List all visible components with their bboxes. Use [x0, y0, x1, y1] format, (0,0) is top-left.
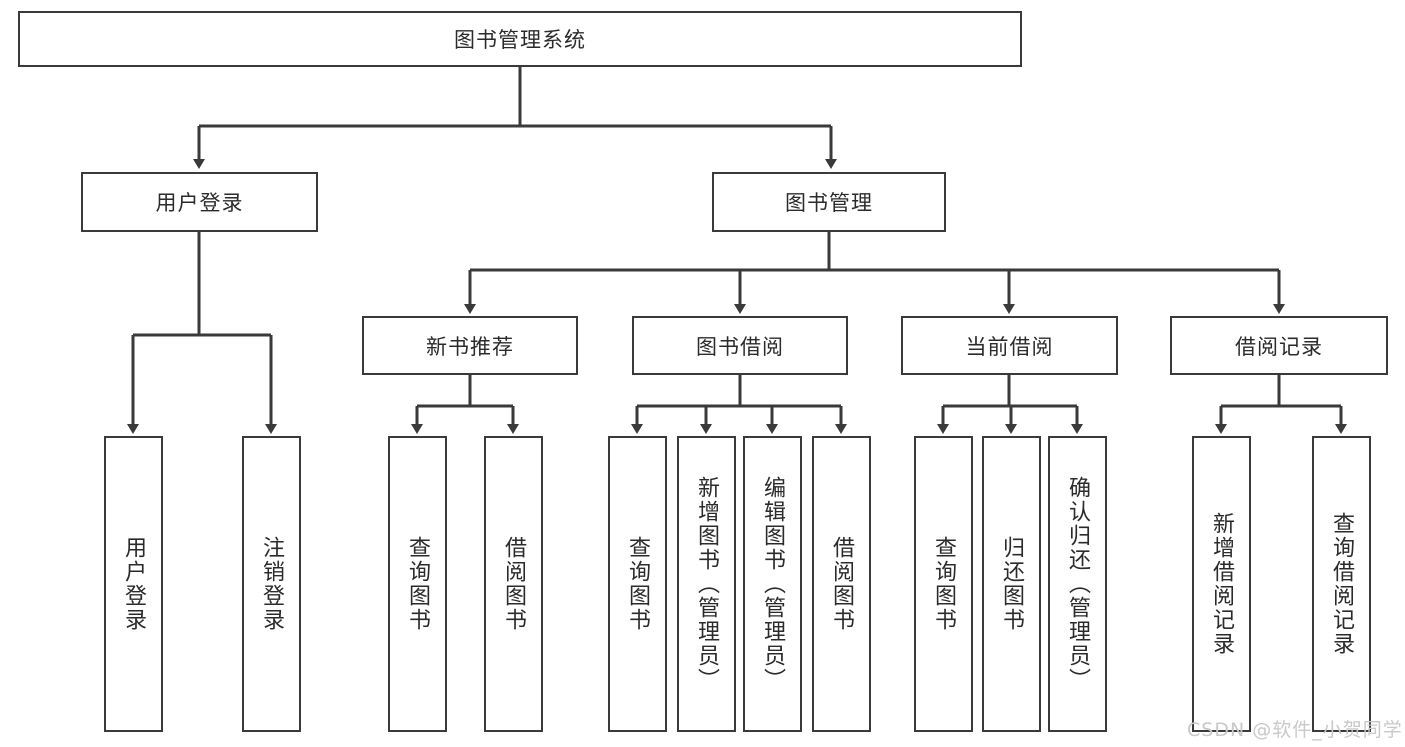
node-label: 图书管理系统: [454, 28, 586, 52]
node-leaf-query-book-borrow[interactable]: 查询图书: [608, 436, 667, 732]
node-label: 用户登录: [121, 536, 147, 632]
node-leaf-query-record[interactable]: 查询借阅记录: [1312, 436, 1371, 732]
node-label: 归还图书: [999, 536, 1025, 632]
node-label: 查询图书: [405, 536, 431, 632]
node-leaf-user-login[interactable]: 用户登录: [104, 436, 163, 732]
node-leaf-borrow-book[interactable]: 借阅图书: [812, 436, 871, 732]
node-user-login[interactable]: 用户登录: [81, 172, 318, 232]
node-label: 新增借阅记录: [1209, 512, 1235, 656]
node-leaf-borrow-book-recommend[interactable]: 借阅图书: [484, 436, 543, 732]
node-label: 借阅图书: [829, 536, 855, 632]
node-current-borrow[interactable]: 当前借阅: [901, 316, 1118, 375]
node-label: 查询借阅记录: [1329, 512, 1355, 656]
node-root-system[interactable]: 图书管理系统: [18, 11, 1022, 67]
node-book-borrow[interactable]: 图书借阅: [632, 316, 848, 375]
node-leaf-add-book[interactable]: 新增图书（管理员）: [677, 436, 736, 732]
node-label: 图书借阅: [696, 334, 784, 359]
node-leaf-query-book-recommend[interactable]: 查询图书: [388, 436, 447, 732]
node-label: 查询图书: [625, 536, 651, 632]
node-label: 注销登录: [259, 536, 285, 632]
node-label: 图书管理: [785, 191, 873, 215]
node-leaf-add-record[interactable]: 新增借阅记录: [1192, 436, 1251, 732]
node-label: 借阅图书: [501, 536, 527, 632]
node-label: 编辑图书（管理员）: [760, 476, 786, 692]
node-label: 新书推荐: [426, 334, 514, 359]
node-leaf-confirm-return[interactable]: 确认归还（管理员）: [1048, 436, 1107, 732]
node-leaf-return-book[interactable]: 归还图书: [982, 436, 1041, 732]
node-leaf-query-book-current[interactable]: 查询图书: [914, 436, 973, 732]
node-label: 当前借阅: [965, 334, 1054, 359]
node-label: 确认归还（管理员）: [1065, 476, 1091, 692]
node-leaf-edit-book[interactable]: 编辑图书（管理员）: [743, 436, 802, 732]
node-label: 用户登录: [155, 191, 244, 215]
node-leaf-logout-login[interactable]: 注销登录: [242, 436, 301, 732]
node-label: 新增图书（管理员）: [694, 476, 720, 692]
node-book-management[interactable]: 图书管理: [712, 172, 946, 232]
node-new-book-recommend[interactable]: 新书推荐: [362, 316, 578, 375]
node-borrow-record[interactable]: 借阅记录: [1170, 316, 1388, 375]
node-label: 借阅记录: [1235, 334, 1323, 359]
node-label: 查询图书: [931, 536, 957, 632]
